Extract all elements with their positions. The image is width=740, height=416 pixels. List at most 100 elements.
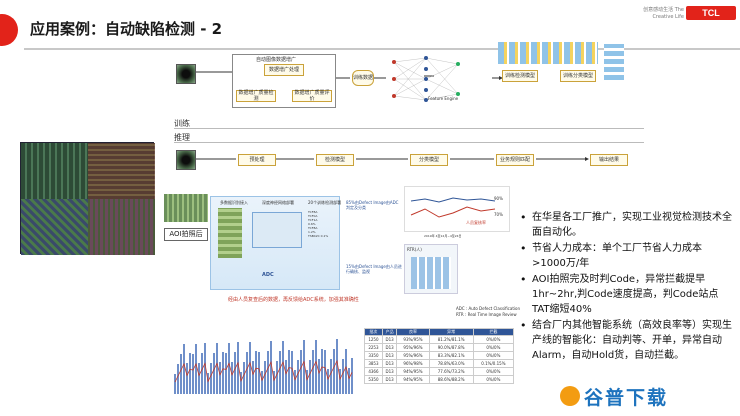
- infer-step-classify: 分类模型: [410, 154, 448, 166]
- watermark-text: 谷普下载: [584, 386, 669, 409]
- bar: [324, 350, 326, 394]
- bar: [234, 352, 236, 394]
- bar: [351, 358, 353, 394]
- chart-legend: 人员复核率: [466, 220, 486, 225]
- bar: [348, 368, 350, 394]
- benefit-item: 在华星各工厂推广，实现工业视觉检测技术全面自动化。: [518, 210, 732, 240]
- bar: [183, 344, 185, 394]
- bar: [315, 340, 317, 394]
- table-cell: 4366: [364, 367, 383, 376]
- bar: [273, 371, 275, 394]
- table-cell: D13: [381, 375, 398, 384]
- bar: [231, 362, 233, 394]
- table-cell: 95%/96%: [396, 351, 430, 360]
- table-cell: 0%/0%: [472, 343, 515, 352]
- augmentation-cluster-label: 自动图像数据增广: [256, 57, 297, 63]
- table-cell: 0%/0%: [472, 351, 515, 360]
- adc-85-note: 85%由Defect Image由ADC 判定及分类: [346, 200, 399, 210]
- header-divider: [24, 48, 740, 50]
- table-cell: 0%/0%: [472, 335, 515, 344]
- training-data-db: 训练数据: [352, 70, 374, 86]
- rtr-grid: [411, 257, 451, 289]
- slide-header: [0, 0, 740, 50]
- bar: [330, 359, 332, 394]
- bar: [282, 341, 284, 394]
- bar: [285, 360, 287, 394]
- train-classify-model: 训练分类模型: [560, 70, 596, 82]
- bar: [306, 370, 308, 394]
- table-cell: 1250: [364, 335, 383, 344]
- bar: [228, 343, 230, 394]
- table-header-row: 批次产品良率异常拦截: [364, 328, 515, 336]
- bar: [216, 343, 218, 394]
- bar: [327, 369, 329, 394]
- bar: [225, 353, 227, 394]
- table-cell: D13: [381, 343, 398, 352]
- infer-divider: [174, 142, 644, 143]
- output-stack-icons: [604, 44, 624, 80]
- table-header-cell: 批次: [364, 328, 383, 336]
- bar: [222, 352, 224, 394]
- bar: [213, 353, 215, 394]
- benefit-item: AOI拍照完及时判Code，异常拦截提早1hr~2hr,判Code速度提高，判C…: [518, 272, 732, 317]
- table-cell: 0%/0%: [472, 367, 515, 376]
- bar: [180, 354, 182, 394]
- bar: [345, 349, 347, 394]
- review-rate-lines: [410, 197, 496, 218]
- bar: [186, 363, 188, 394]
- watermark: 谷普下载: [560, 380, 730, 412]
- wafer-defect-image: [20, 142, 155, 255]
- bar: [336, 339, 338, 394]
- tcl-logo: TCL: [686, 6, 736, 20]
- adc-mid-title: 深度神经网络部署: [262, 200, 294, 205]
- feature-engine-caption: Feature Engine: [428, 96, 459, 101]
- table-cell: 0%/0%: [472, 375, 515, 384]
- table-cell: 3853: [364, 359, 383, 368]
- table-cell: 94%/95%: [396, 367, 430, 376]
- model-cascade-icons: [498, 42, 598, 64]
- bar: [297, 360, 299, 394]
- bar: [267, 351, 269, 394]
- bar: [192, 354, 194, 394]
- rtr-title: RTR(人): [407, 247, 422, 252]
- bar: [219, 362, 221, 394]
- table-cell: D13: [381, 335, 398, 344]
- adc-left-title: 多数据识别接入: [220, 200, 248, 205]
- augment-process-box: 数据增广处理: [264, 64, 304, 76]
- bar: [270, 341, 272, 394]
- augment-eval-box: 数据增广质量评价: [292, 90, 332, 102]
- table-cell: 78.8%/63.0%: [428, 359, 474, 368]
- infer-step-preprocess: 预处理: [238, 154, 276, 166]
- page-title: 应用案例：自动缺陷检测 - 2: [30, 20, 223, 38]
- bar: [207, 373, 209, 394]
- infer-input-image: [176, 150, 196, 170]
- benefit-item: 结合厂内其他智能系统（高效良率等）实现生产线的智能化：自动判等、开单，异常自动A…: [518, 318, 732, 363]
- table-cell: 88.6%/88.2%: [428, 375, 474, 384]
- table-cell: 90.0%/87.8%: [428, 343, 474, 352]
- train-arrows: [196, 71, 516, 116]
- bar: [258, 352, 260, 394]
- table-cell: 0.1%/0.15%: [472, 359, 515, 368]
- legend-adc: ADC : Auto Defect Classification: [456, 306, 520, 311]
- bar: [294, 370, 296, 394]
- infer-section-label: 推理: [174, 133, 190, 142]
- neural-network-diagram: [392, 56, 460, 102]
- train-detect-model: 训练检测模型: [502, 70, 538, 82]
- infer-arrows: [196, 152, 616, 166]
- bar: [342, 359, 344, 394]
- train-section-label: 训练: [174, 119, 190, 128]
- bar: [249, 342, 251, 394]
- bar: [279, 351, 281, 394]
- bar: [333, 349, 335, 394]
- bar: [201, 353, 203, 394]
- bar: [174, 374, 176, 394]
- bar: [237, 342, 239, 394]
- adc-input-images: [218, 208, 242, 258]
- train-input-image: [176, 64, 196, 84]
- bar: [318, 359, 320, 394]
